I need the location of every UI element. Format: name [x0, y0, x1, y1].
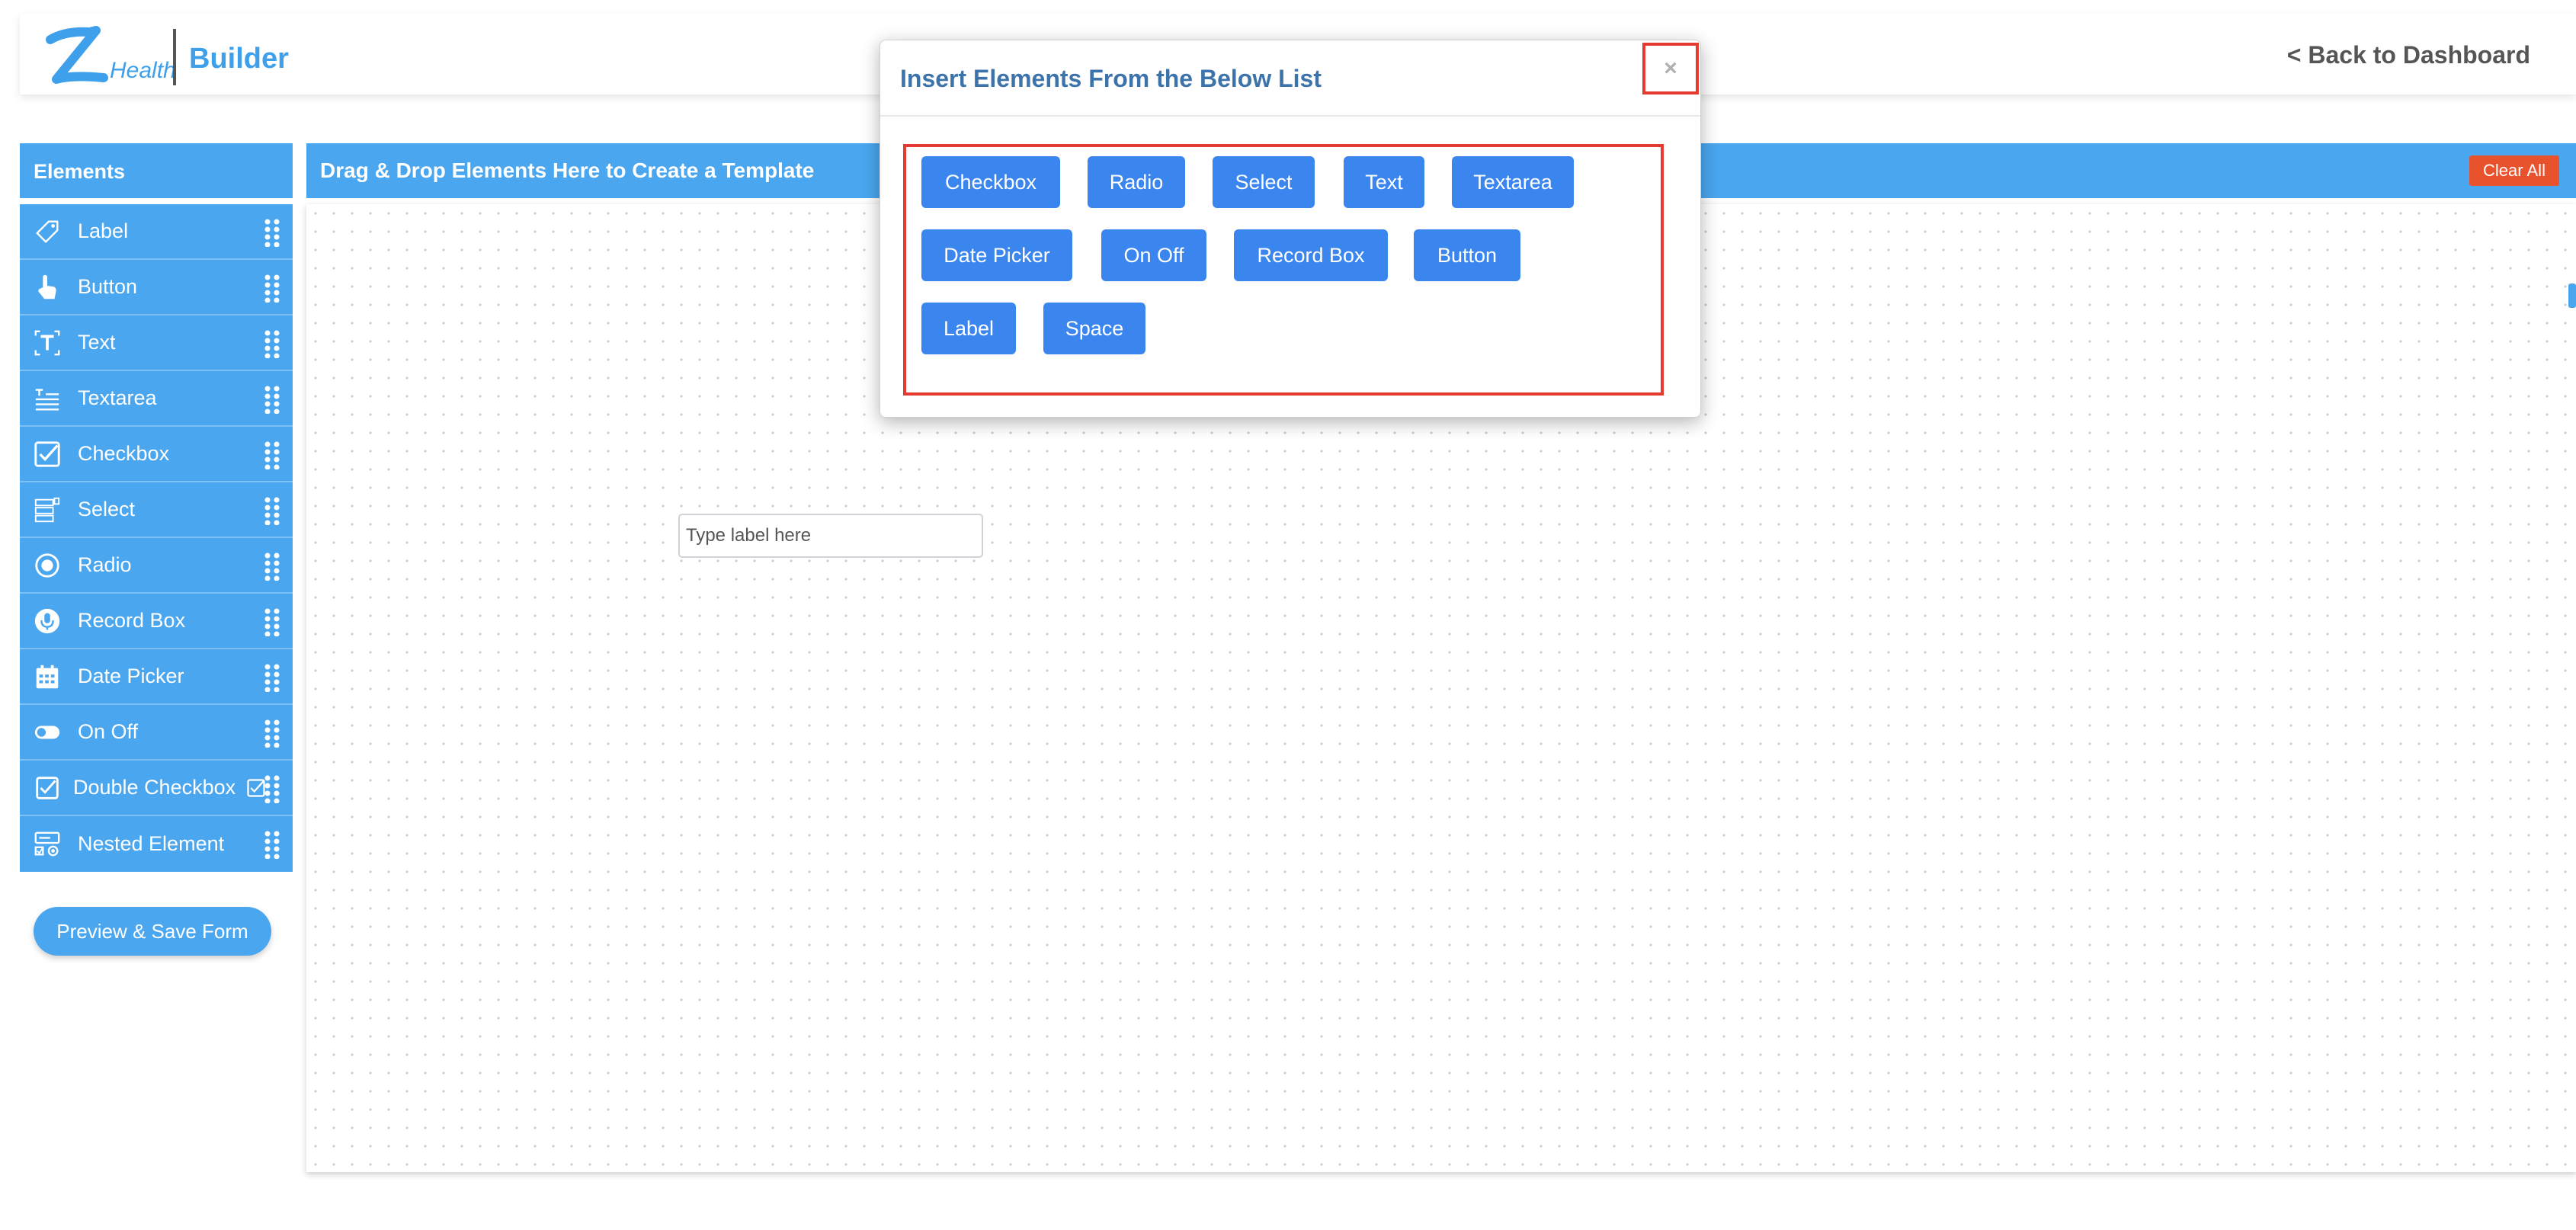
- sidebar-item-text: Date Picker: [78, 665, 184, 687]
- builder-title: Builder: [189, 43, 289, 75]
- pointer-hand-icon: [32, 272, 62, 303]
- insert-checkbox-button[interactable]: Checkbox: [921, 156, 1060, 208]
- sidebar-item-checkbox[interactable]: Checkbox: [20, 427, 293, 482]
- insert-elements-modal: Insert Elements From the Below List × Ch…: [879, 40, 1701, 418]
- sidebar-item-text: Checkbox: [78, 442, 170, 465]
- drag-handle-icon[interactable]: [264, 440, 280, 469]
- sidebar-item-text-element[interactable]: Text: [20, 316, 293, 371]
- insert-space-button[interactable]: Space: [1043, 303, 1145, 354]
- logo-divider: [173, 29, 176, 85]
- sidebar-item-text: On Off: [78, 720, 139, 743]
- sidebar-item-text: Button: [78, 275, 138, 298]
- sidebar-item-button[interactable]: Button: [20, 260, 293, 316]
- insert-label-button[interactable]: Label: [921, 303, 1016, 354]
- elements-sidebar: Elements Label Button Text: [20, 143, 293, 872]
- sidebar-item-nested-element[interactable]: Nested Element: [20, 816, 293, 872]
- insert-textarea-button[interactable]: Textarea: [1452, 156, 1574, 208]
- insert-button-button[interactable]: Button: [1414, 229, 1520, 281]
- radio-icon: [32, 550, 62, 581]
- zhealth-logo[interactable]: Health: [43, 24, 176, 93]
- z-logo-icon: [46, 26, 108, 84]
- drag-handle-icon[interactable]: [264, 385, 280, 414]
- drag-handle-icon[interactable]: [264, 552, 280, 581]
- drag-handle-icon[interactable]: [264, 830, 280, 859]
- insert-record-box-button[interactable]: Record Box: [1234, 229, 1388, 281]
- checkbox-icon: [247, 778, 265, 797]
- close-icon: ×: [1664, 56, 1677, 81]
- insert-date-picker-button[interactable]: Date Picker: [921, 229, 1072, 281]
- sidebar-item-text: Record Box: [78, 609, 186, 632]
- element-button-list: Checkbox Radio Select Text Textarea Date…: [903, 144, 1664, 396]
- drag-handle-icon[interactable]: [264, 719, 280, 748]
- toggle-icon: [32, 717, 62, 748]
- sidebar-item-text: Radio: [78, 553, 132, 576]
- sidebar-item-label[interactable]: Label: [20, 204, 293, 260]
- modal-divider: [880, 115, 1700, 117]
- logo-text: Health: [110, 58, 176, 83]
- label-input[interactable]: [678, 514, 983, 558]
- sidebar-item-date-picker[interactable]: Date Picker: [20, 649, 293, 705]
- canvas-title: Drag & Drop Elements Here to Create a Te…: [320, 159, 815, 182]
- calendar-icon: [32, 661, 62, 692]
- microphone-icon: [32, 606, 62, 636]
- tag-icon: [32, 216, 62, 247]
- drag-handle-icon[interactable]: [264, 218, 280, 247]
- sidebar-title: Elements: [20, 143, 293, 198]
- modal-title: Insert Elements From the Below List: [900, 65, 1322, 92]
- sidebar-item-text: Double Checkbox: [73, 776, 236, 799]
- checkbox-icon: [32, 773, 62, 803]
- textarea-icon: [32, 383, 62, 414]
- sidebar-item-text: Select: [78, 498, 136, 521]
- sidebar-item-text: Textarea: [78, 386, 157, 409]
- drag-handle-icon[interactable]: [264, 607, 280, 636]
- sidebar-item-radio[interactable]: Radio: [20, 538, 293, 594]
- clear-all-button[interactable]: Clear All: [2469, 155, 2559, 186]
- drag-handle-icon[interactable]: [264, 329, 280, 358]
- modal-close-button[interactable]: ×: [1642, 43, 1699, 94]
- sidebar-list: Label Button Text Textarea: [20, 204, 293, 872]
- drag-handle-icon[interactable]: [264, 274, 280, 303]
- insert-on-off-button[interactable]: On Off: [1101, 229, 1206, 281]
- sidebar-item-record-box[interactable]: Record Box: [20, 594, 293, 649]
- text-icon: [32, 328, 62, 358]
- sidebar-item-double-checkbox[interactable]: Double Checkbox: [20, 761, 293, 816]
- sidebar-item-textarea[interactable]: Textarea: [20, 371, 293, 427]
- drag-handle-icon[interactable]: [264, 663, 280, 692]
- select-list-icon: [32, 495, 62, 525]
- sidebar-item-on-off[interactable]: On Off: [20, 705, 293, 761]
- nested-element-icon: [32, 829, 62, 860]
- sidebar-item-text: Label: [78, 219, 129, 242]
- preview-save-form-button[interactable]: Preview & Save Form: [34, 907, 271, 956]
- canvas-scrollbar[interactable]: [2568, 283, 2576, 308]
- sidebar-item-text: Text: [78, 331, 116, 354]
- checkbox-icon: [32, 439, 62, 469]
- sidebar-item-select[interactable]: Select: [20, 482, 293, 538]
- drag-handle-icon[interactable]: [264, 774, 280, 803]
- insert-select-button[interactable]: Select: [1213, 156, 1315, 208]
- drag-handle-icon[interactable]: [264, 496, 280, 525]
- insert-text-button[interactable]: Text: [1344, 156, 1424, 208]
- insert-radio-button[interactable]: Radio: [1088, 156, 1185, 208]
- sidebar-item-text: Nested Element: [78, 832, 225, 855]
- back-to-dashboard-link[interactable]: < Back to Dashboard: [2286, 41, 2530, 69]
